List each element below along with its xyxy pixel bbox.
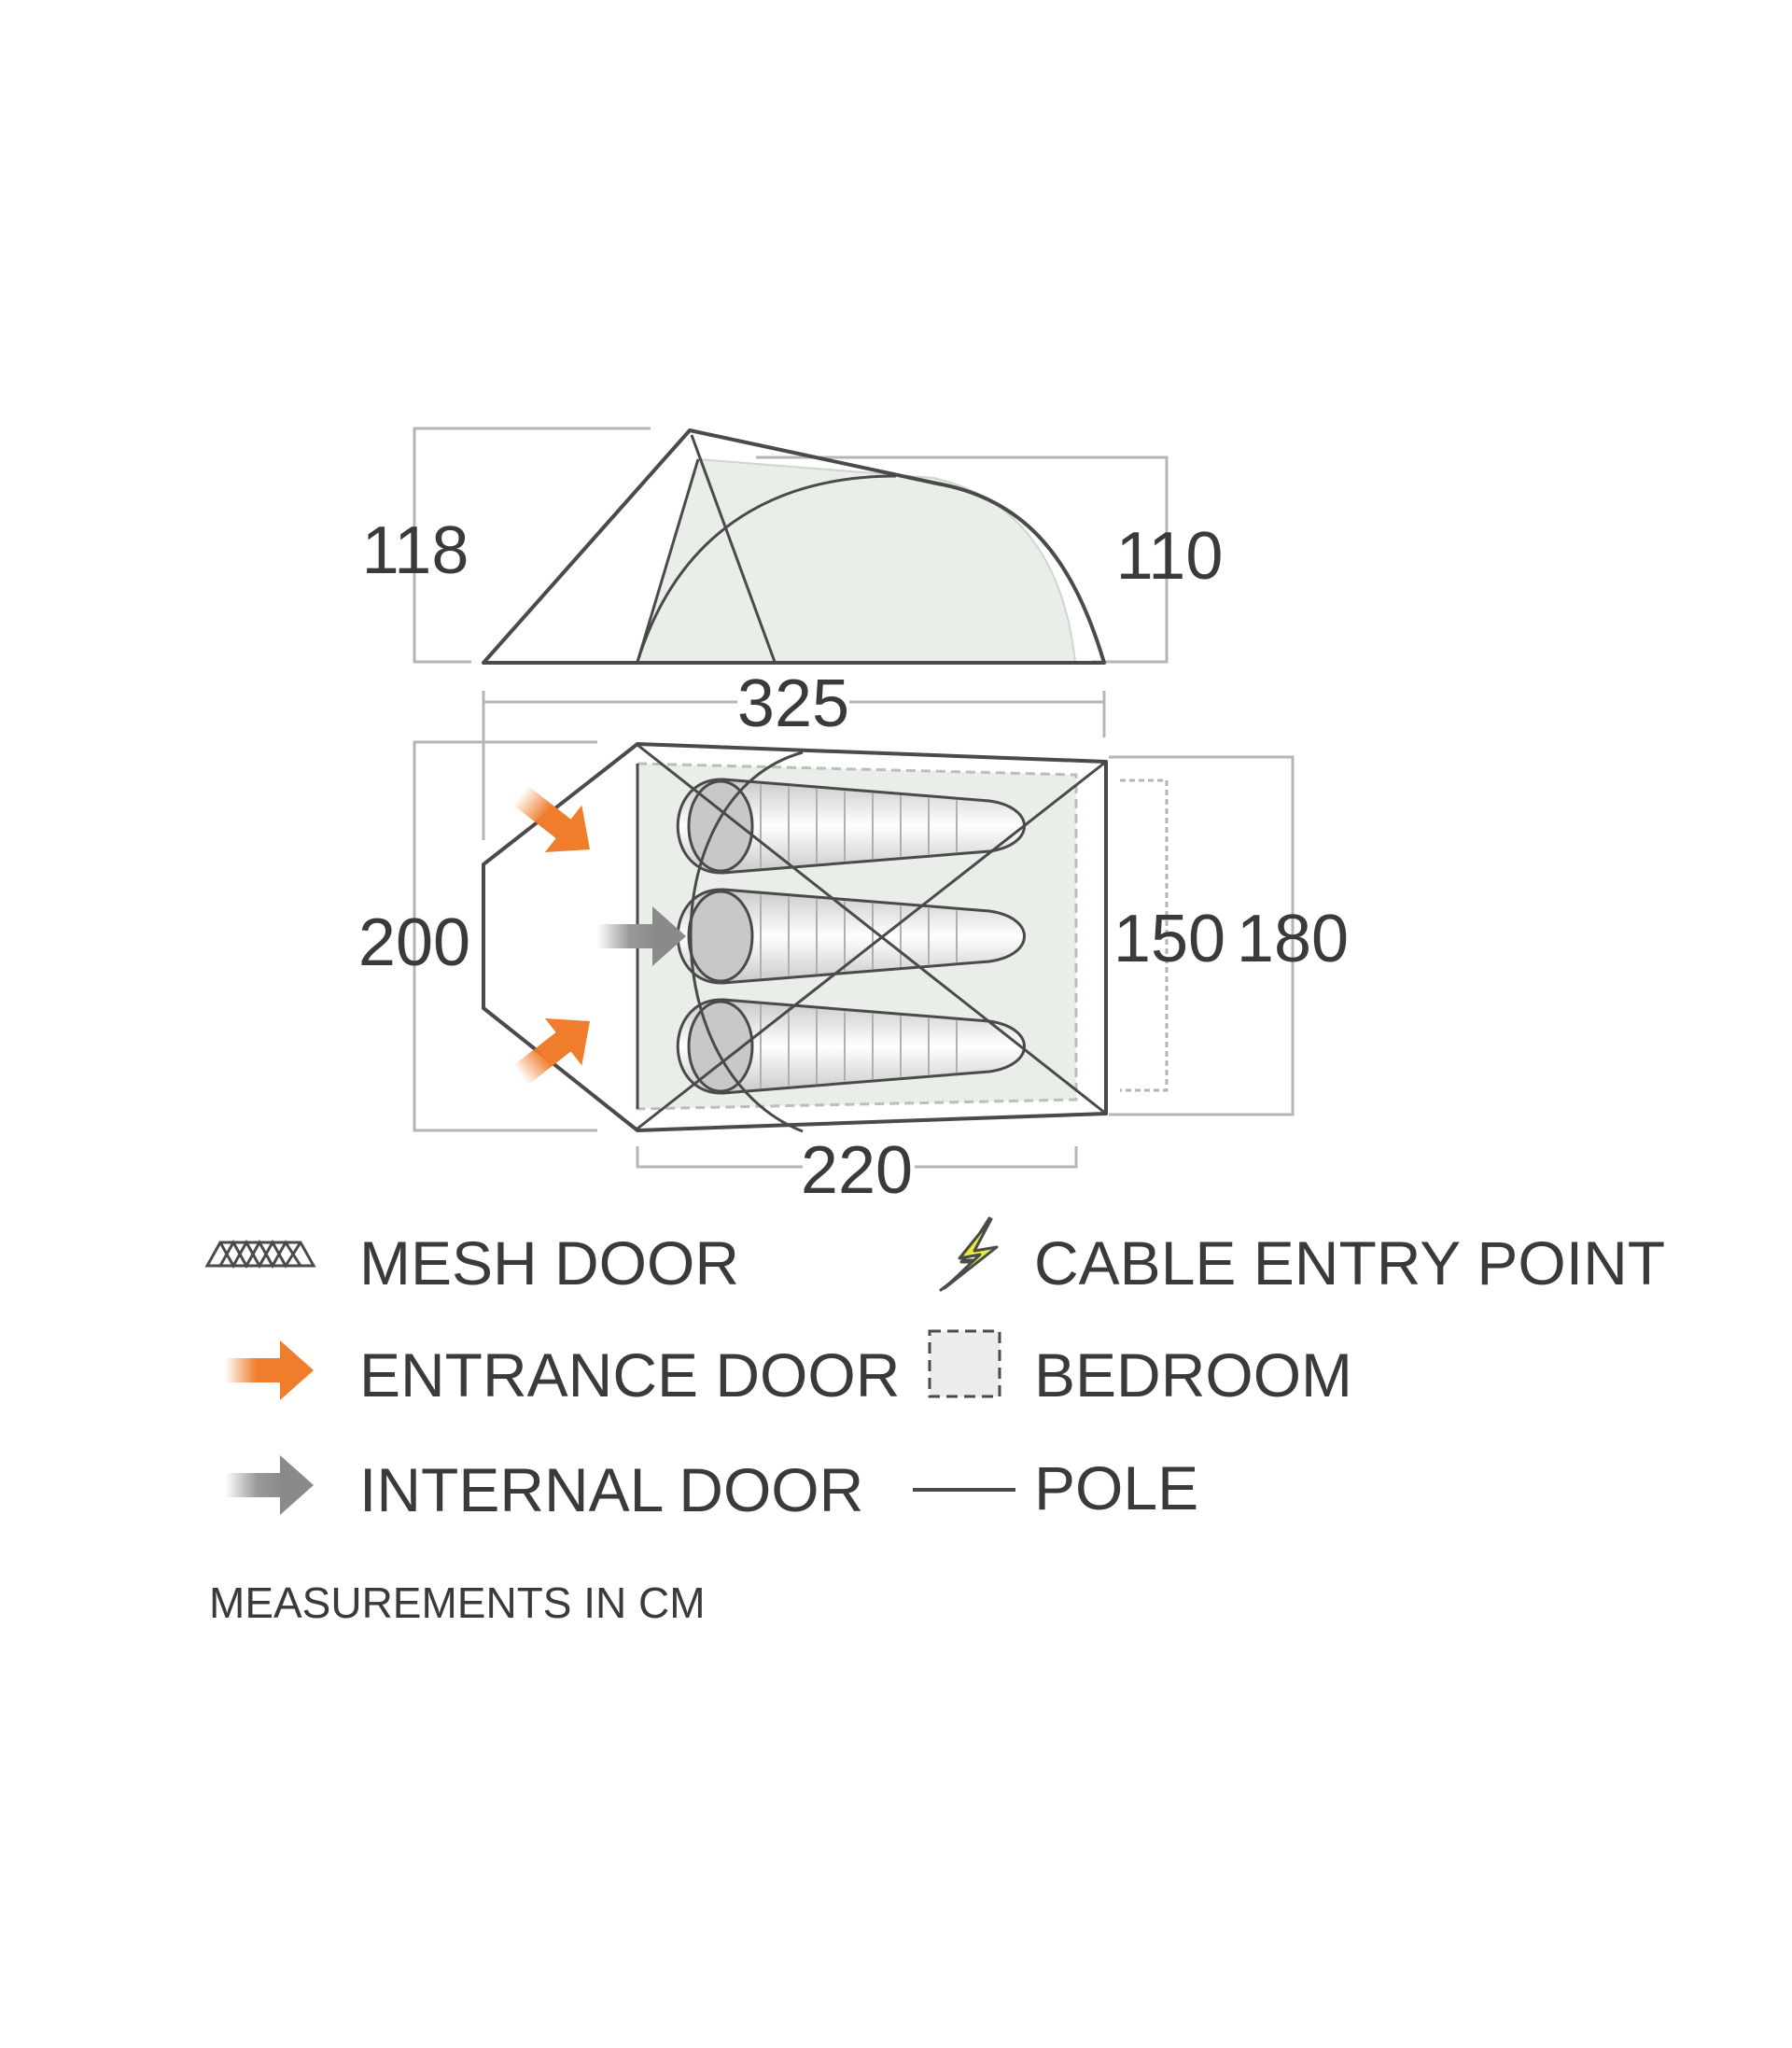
mesh-door-icon [204, 1239, 316, 1269]
legend-cable-entry-label: CABLE ENTRY POINT [1034, 1228, 1665, 1298]
side-view-inner-tent [636, 457, 1077, 663]
lightning-bolt-icon-shape [943, 1217, 999, 1290]
total-length-dimension: 325 [482, 666, 1106, 840]
side-view-outer-flysheet [482, 428, 1106, 665]
front-width-label: 200 [358, 905, 470, 980]
legend-internal-door-label: INTERNAL DOOR [359, 1455, 863, 1524]
sleeping-bags [676, 778, 1026, 1095]
plan-view: 200 150 180 220 [358, 740, 1349, 1208]
inner-length-label: 220 [801, 1133, 913, 1208]
plan-view-dimension-lines [413, 740, 1295, 1169]
rear-width-label: 180 [1237, 902, 1349, 976]
plan-view-outer-flysheet [482, 742, 1108, 1132]
entrance-door-arrow-bottom [501, 997, 609, 1100]
measurements-note: MEASUREMENTS IN CM [209, 1578, 706, 1627]
legend: MESH DOOR ENTRANCE DOOR INTERNAL DOOR CA… [204, 1216, 1665, 1627]
total-length-label: 325 [737, 666, 849, 741]
sleeping-bag [676, 888, 1026, 985]
lightning-bolt-icon [939, 1216, 991, 1292]
side-view-dimension-lines [413, 427, 1169, 664]
legend-bedroom-label: BEDROOM [1034, 1340, 1352, 1410]
inner-width-label: 150 [1113, 902, 1225, 976]
side-view: 118 110 [362, 427, 1224, 665]
entrance-door-arrow-top [501, 771, 609, 874]
legend-entrance-door-label: ENTRANCE DOOR [359, 1340, 900, 1410]
sleeping-bag-hood [687, 890, 754, 983]
legend-mesh-door-label: MESH DOOR [359, 1228, 739, 1298]
height-front-label: 118 [362, 513, 469, 588]
internal-arrow-icon [225, 1455, 314, 1515]
side-view-poles [636, 434, 897, 663]
bedroom-icon [928, 1329, 1001, 1398]
entrance-arrow-icon [225, 1340, 314, 1400]
legend-pole-label: POLE [1034, 1453, 1198, 1522]
sleeping-bag [676, 998, 1026, 1095]
height-rear-label: 110 [1116, 519, 1224, 594]
